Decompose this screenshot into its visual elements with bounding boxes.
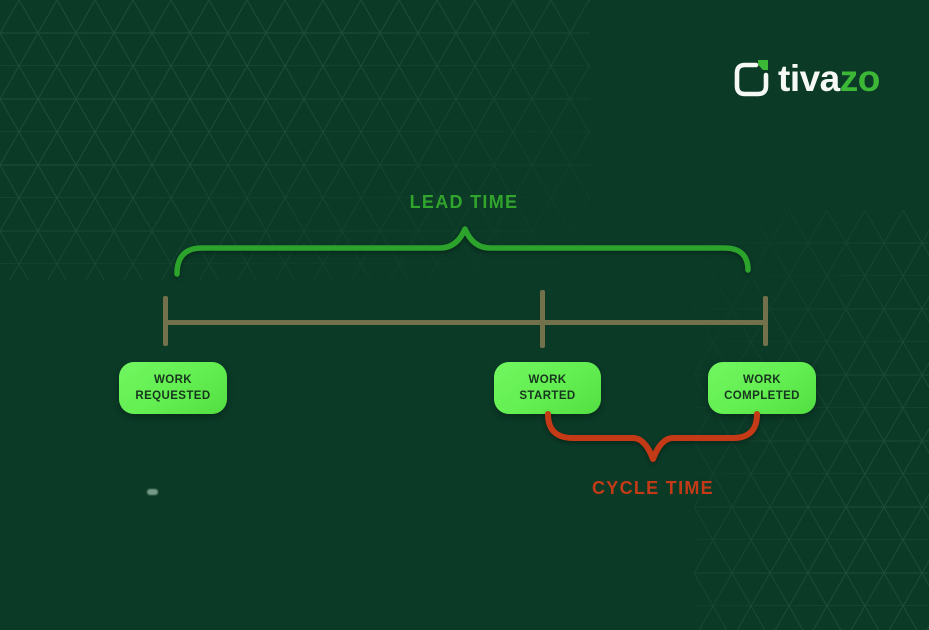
logo-text-zo: zo bbox=[839, 58, 881, 99]
lead-time-brace bbox=[174, 226, 751, 277]
logo: tivazo bbox=[731, 57, 880, 101]
cycle-time-brace bbox=[545, 411, 760, 462]
milestone-label-line1: WORK bbox=[528, 374, 567, 386]
milestone-label-line2: COMPLETED bbox=[724, 390, 800, 402]
milestone-label-line1: WORK bbox=[153, 374, 192, 386]
timeline-line bbox=[165, 320, 767, 325]
milestone-label-line1: WORK bbox=[742, 374, 781, 386]
timeline-tick-start bbox=[163, 296, 168, 346]
lead-time-label: LEAD TIME bbox=[409, 192, 519, 212]
timeline-tick-end bbox=[763, 296, 768, 346]
milestone-label-line2: STARTED bbox=[519, 390, 576, 402]
cycle-time-label: CYCLE TIME bbox=[591, 478, 714, 498]
logo-wordmark: tivazo bbox=[778, 57, 880, 101]
timeline-tick-middle bbox=[540, 290, 545, 348]
logo-text-tiva: tiva bbox=[778, 58, 840, 99]
logo-icon bbox=[734, 60, 769, 97]
milestone-work-started: WORK STARTED bbox=[494, 362, 601, 414]
stray-mark bbox=[147, 489, 158, 495]
milestone-work-requested: WORK REQUESTED bbox=[119, 362, 227, 414]
milestone-work-completed: WORK COMPLETED bbox=[708, 362, 816, 414]
milestone-label-line2: REQUESTED bbox=[135, 390, 211, 402]
